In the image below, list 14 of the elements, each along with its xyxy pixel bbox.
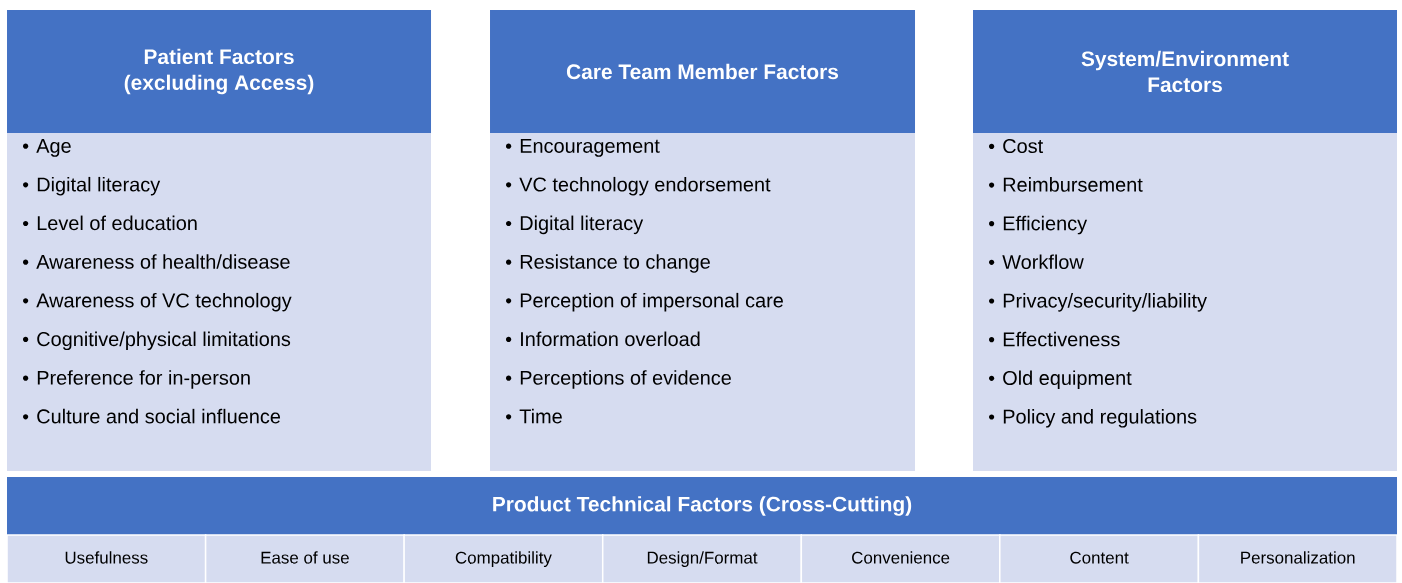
category-cell: Personalization [1197,534,1398,583]
header-box: Care Team Member Factors [490,10,915,133]
category-cell: Design/Format [601,534,803,583]
category-cell: Ease of use [204,534,405,583]
header-box: Patient Factors (excluding Access) [7,10,431,133]
category-cell: Content [999,534,1200,583]
category-cell: Convenience [800,534,1001,583]
category-cell: Compatibility [403,534,604,583]
bullet-list-box: Cost Reimbursement Efficiency Workflow Privacy/security/liability Effectiveness Old equipment Policy and regulations [973,133,1397,471]
header-band: Product Technical Factors (Cross-Cutting) [7,477,1397,535]
bullet-list-box: Age Digital literacy Level of education Awareness of health/disease Awareness of VC technology Cognitive/physical limitations Preference for in-person Culture and social influence [7,133,431,471]
header-box: System/Environment Factors [973,10,1397,133]
bullet-list-box: Encouragement VC technology endorsement Digital literacy Resistance to change Perception of impersonal care Information overload Perceptions of evidence Time [490,133,915,471]
category-cell: Usefulness [6,534,207,583]
